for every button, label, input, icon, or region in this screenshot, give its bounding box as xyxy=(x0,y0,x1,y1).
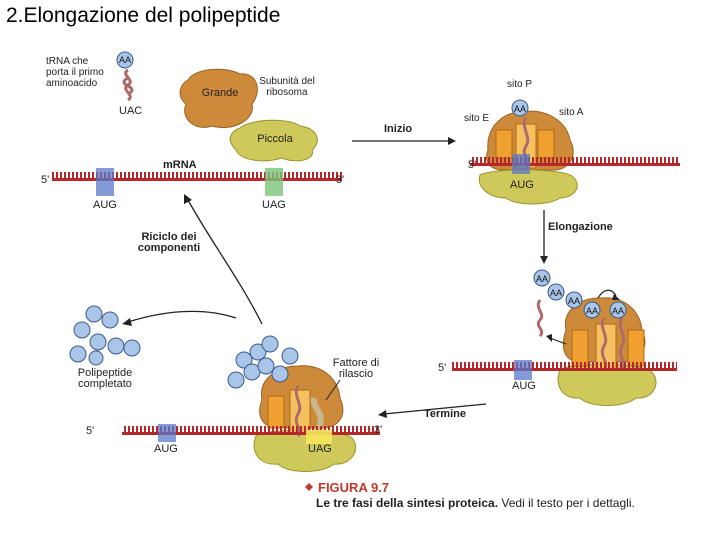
elongation-arrow xyxy=(540,210,548,264)
uac-label: UAC xyxy=(119,105,143,117)
three-prime-top: 3' xyxy=(336,174,345,186)
five-prime-elong: 5' xyxy=(438,362,447,374)
trna-label: tRNA che porta il primo aminoacido xyxy=(46,56,104,89)
site-e-label: sito E xyxy=(464,113,490,124)
five-prime-init: 5' xyxy=(468,159,477,171)
five-prime-top: 5' xyxy=(41,174,50,186)
aa-label-el5: AA xyxy=(612,306,625,316)
mrna-strand-top xyxy=(52,168,342,196)
aa-label-trna: AA xyxy=(119,55,132,65)
aa-ball xyxy=(116,51,134,69)
polypeptide-label: Polipeptide completato xyxy=(77,367,133,390)
uag-top: UAG xyxy=(262,199,286,211)
large-subunit-free xyxy=(179,68,258,128)
large-subunit-label: Grande xyxy=(201,87,239,99)
initiation-complex xyxy=(470,99,680,205)
figure-caption-bold: Le tre fasi della sintesi proteica. xyxy=(316,496,499,510)
figure-caption-rest: Vedi il testo per i dettagli. xyxy=(498,496,635,510)
slide-title: 2.Elongazione del polipeptide xyxy=(6,4,281,27)
recycling-arrow xyxy=(184,194,263,325)
aa-label-el4: AA xyxy=(586,306,599,316)
uag-bottom: UAG xyxy=(308,443,332,455)
release-factor-label: Fattore di rilascio xyxy=(332,357,380,380)
initiation-arrow xyxy=(352,137,456,145)
completed-polypeptide xyxy=(69,305,141,366)
termination-complex xyxy=(122,335,380,472)
aa-label-el2: AA xyxy=(550,288,563,298)
polypeptide-release-arrow xyxy=(122,310,237,326)
recycling-label: Riciclo dei componenti xyxy=(137,231,201,254)
aa-label-el1: AA xyxy=(536,274,549,284)
small-subunit-label: Piccola xyxy=(257,133,293,145)
elongation-label: Elongazione xyxy=(548,221,613,233)
small-subunit-free xyxy=(229,119,318,162)
termination-arrow xyxy=(378,403,487,418)
initiation-label: Inizio xyxy=(384,123,413,135)
termination-label: Termine xyxy=(424,408,466,420)
mrna-label: mRNA xyxy=(163,159,197,171)
figure-diamond-icon xyxy=(305,483,313,491)
aug-bottom: AUG xyxy=(154,443,178,455)
codon-aug xyxy=(96,168,114,196)
site-p-label: sito P xyxy=(507,79,533,90)
aa-label-init: AA xyxy=(514,104,527,114)
figure-number: FIGURA 9.7 xyxy=(318,480,390,495)
five-prime-bottom: 5' xyxy=(86,425,95,437)
three-prime-bottom: 3' xyxy=(374,424,383,436)
aug-top: AUG xyxy=(93,199,117,211)
trna-initiator xyxy=(116,51,134,102)
figure-caption: Le tre fasi della sintesi proteica. Vedi… xyxy=(316,496,635,510)
aug-elong: AUG xyxy=(512,380,536,392)
elongation-complex xyxy=(452,269,677,406)
subunit-caption: Subunità del ribosoma xyxy=(259,76,315,98)
aa-label-el3: AA xyxy=(568,296,581,306)
site-a-label: sito A xyxy=(559,107,584,118)
aug-init: AUG xyxy=(510,179,534,191)
codon-uag xyxy=(265,168,283,196)
